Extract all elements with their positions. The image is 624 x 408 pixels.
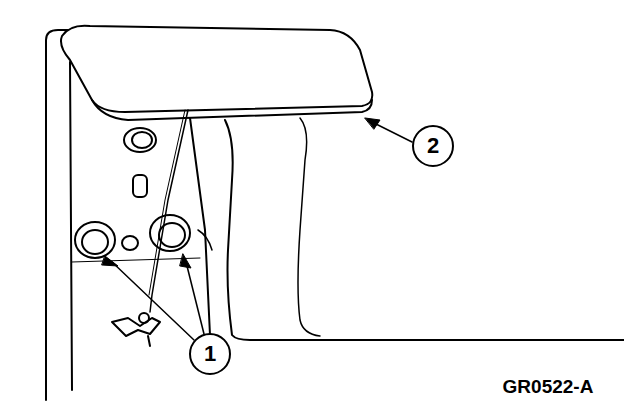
arrowhead	[180, 254, 191, 268]
armrest-pad	[61, 26, 372, 112]
leader-line	[186, 262, 204, 334]
mounting-hole	[124, 128, 156, 152]
base-outline	[225, 120, 624, 340]
arrowhead	[365, 118, 380, 129]
cable-connector	[112, 318, 160, 336]
callout-number: 2	[427, 135, 439, 157]
callout-circle	[413, 126, 453, 166]
figure-code: GR0522-A	[503, 377, 594, 396]
arrowhead	[102, 256, 118, 266]
callout-number: 1	[204, 343, 216, 365]
panel-inner-edge	[70, 62, 90, 390]
release-cable	[150, 110, 188, 312]
leader-line	[112, 262, 194, 340]
leader-line	[372, 122, 412, 142]
bolt-hole	[82, 230, 108, 254]
support-edge	[198, 230, 212, 250]
bolt-hole	[75, 222, 115, 258]
panel-outline	[46, 30, 70, 400]
support-edge	[190, 118, 210, 335]
bolt-hole	[150, 215, 190, 251]
base-contour	[298, 118, 320, 336]
mounting-hole	[132, 132, 152, 148]
small-hole	[122, 236, 138, 250]
cable-connector	[148, 336, 150, 346]
callout-circle	[190, 334, 230, 374]
armrest-pad-underside	[92, 100, 372, 120]
release-cable	[149, 110, 185, 295]
cable-connector	[139, 313, 149, 323]
slot	[133, 175, 147, 197]
